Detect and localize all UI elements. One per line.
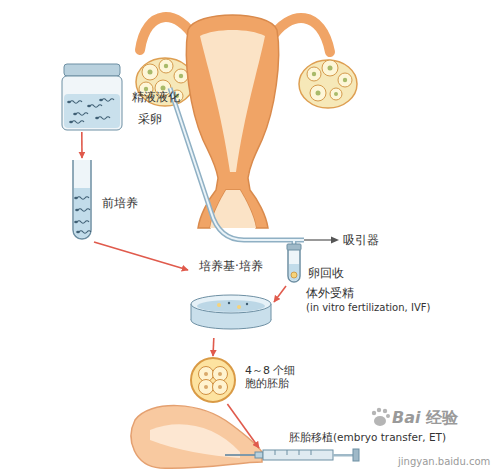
flow-arrow bbox=[81, 132, 83, 158]
step-note: 体外受精 bbox=[306, 286, 354, 300]
embryo-shape bbox=[189, 356, 237, 404]
culture-dish: 培养基·培养体外受精(in vitro fertilization, IVF) bbox=[188, 258, 274, 338]
step-label: 培养基·培养 bbox=[199, 259, 263, 273]
egg-tube-shape bbox=[284, 244, 304, 286]
retrieval-needle bbox=[170, 88, 304, 250]
step-label: 4～8 个细 胞的胚胎 bbox=[245, 364, 303, 390]
step-label: 卵回收 bbox=[308, 266, 344, 280]
watermark-logo bbox=[372, 408, 390, 426]
transfer-syringe-shape bbox=[225, 448, 361, 462]
semen-jar: 精液液化 bbox=[58, 62, 126, 132]
culture-tube-shape bbox=[70, 158, 94, 242]
step-label: 胚胎移植(embryo transfer, ET) bbox=[289, 431, 446, 444]
embryo: 4～8 个细 胞的胚胎 bbox=[189, 356, 237, 404]
watermark: Bai bbox=[392, 408, 420, 427]
flow-arrow bbox=[227, 404, 259, 448]
aspirator-arrowhead bbox=[331, 237, 339, 244]
egg-tube: 卵回收 bbox=[284, 244, 304, 286]
retrieval-needle bbox=[170, 88, 304, 250]
step-label: 前培养 bbox=[102, 196, 138, 210]
culture-tube: 前培养 bbox=[70, 158, 94, 242]
step-label: 吸引器 bbox=[343, 233, 379, 247]
flow-arrow bbox=[274, 286, 286, 302]
uterus bbox=[186, 15, 278, 228]
aspirator-arrow bbox=[304, 239, 333, 240]
watermark: jingyan.baidu.com bbox=[398, 456, 490, 468]
uterus-section bbox=[131, 406, 262, 469]
step-label: 精液液化 bbox=[132, 90, 180, 104]
uterus-section-cavity bbox=[150, 424, 240, 458]
flow-arrow bbox=[94, 242, 188, 270]
semen-jar-shape bbox=[58, 62, 126, 132]
transfer-syringe: 胚胎移植(embryo transfer, ET) bbox=[225, 448, 361, 462]
flow-arrow bbox=[212, 338, 214, 356]
step-label: 采卵 bbox=[138, 112, 162, 126]
watermark: 经验 bbox=[426, 408, 458, 427]
ovary bbox=[299, 60, 357, 108]
uterine-cavity bbox=[200, 30, 265, 172]
step-note: (in vitro fertilization, IVF) bbox=[306, 302, 430, 314]
